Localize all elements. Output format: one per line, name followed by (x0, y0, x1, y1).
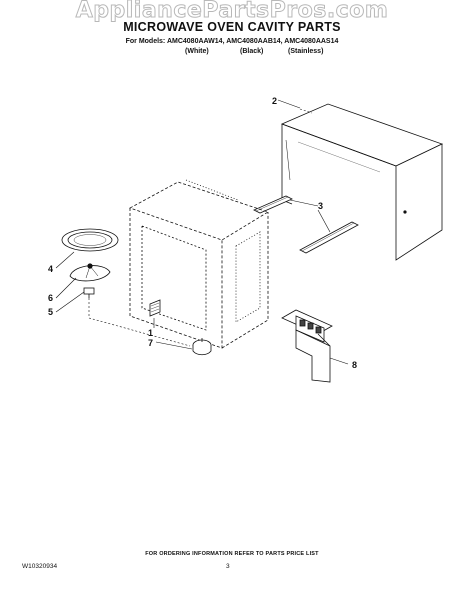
callout-3: 3 (318, 201, 323, 211)
callout-2: 2 (272, 96, 277, 106)
callout-8: 8 (352, 360, 357, 370)
cabinet-wrapper (280, 103, 444, 261)
turntable-tray (61, 228, 119, 252)
turntable-motor (192, 338, 212, 356)
page-title: MICROWAVE OVEN CAVITY PARTS (123, 20, 341, 34)
watermark: AppliancePartsPros.com (75, 0, 389, 24)
latch-bracket (281, 309, 333, 383)
leader-lines (55, 99, 349, 365)
document-number: W10320934 (22, 563, 58, 570)
finish-stainless: (Stainless) (288, 48, 324, 55)
callout-1: 1 (148, 328, 153, 338)
page-number: 3 (226, 563, 230, 570)
finish-white: (White) (185, 48, 209, 55)
side-rail-lower (299, 221, 359, 254)
callout-5: 5 (48, 307, 53, 317)
turntable-coupler (83, 287, 95, 298)
callout-6: 6 (48, 293, 53, 303)
callout-4: 4 (48, 264, 53, 274)
oven-cavity (129, 179, 269, 349)
side-rail-upper (253, 195, 293, 214)
finish-black: (Black) (240, 48, 264, 55)
callout-7: 7 (148, 338, 153, 348)
exploded-parts-diagram: 2 3 4 6 5 1 7 8 (48, 96, 444, 383)
model-list: For Models: AMC4080AAW14, AMC4080AAB14, … (125, 38, 339, 45)
roller-support (69, 263, 111, 282)
ordering-note: FOR ORDERING INFORMATION REFER TO PARTS … (145, 551, 319, 557)
waveguide-cover (149, 299, 161, 317)
